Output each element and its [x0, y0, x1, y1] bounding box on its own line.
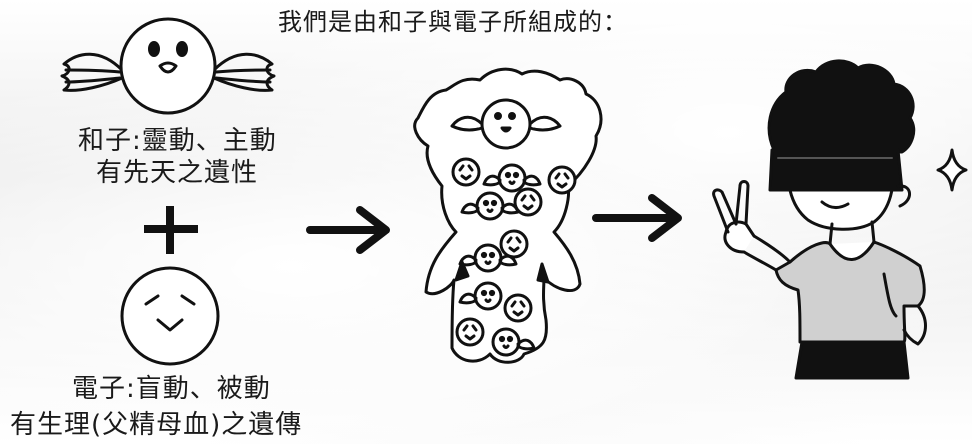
caption-title: 我們是由和子與電子所組成的： — [278, 8, 628, 36]
electron-label-line1: 電子:盲動、被動 — [72, 374, 271, 404]
right-wing-icon — [212, 52, 276, 92]
arrow-right-icon — [306, 206, 390, 254]
electron-circle — [120, 266, 220, 366]
human-silhouette — [413, 67, 603, 364]
sparkle-icon — [936, 148, 968, 192]
heron-label-line1: 和子:靈動、主動 — [78, 126, 277, 156]
left-wing-icon — [60, 52, 124, 92]
heron-label-line2: 有先天之遺性 — [96, 158, 259, 188]
plus-icon — [144, 206, 198, 254]
man-figure — [712, 59, 968, 380]
arrow-right-icon-2 — [592, 194, 682, 242]
heron-winged-circle — [60, 17, 276, 115]
electron-label-line2: 有生理(父精母血)之遺傳 — [10, 410, 303, 440]
